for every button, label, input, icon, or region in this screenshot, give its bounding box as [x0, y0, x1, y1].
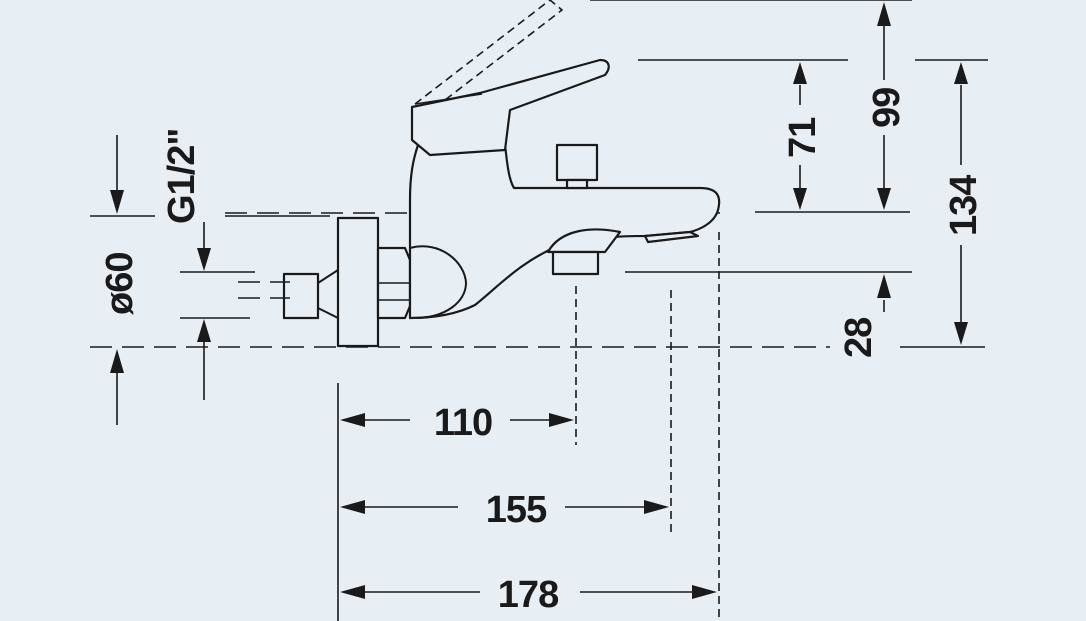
label-71: 71	[782, 117, 824, 158]
label-155: 155	[486, 489, 547, 531]
diverter-knob	[555, 143, 599, 182]
label-99: 99	[866, 88, 908, 128]
body-valve-bulge	[409, 245, 467, 319]
faucet-outline	[238, 0, 721, 348]
aerator-outlet	[551, 250, 600, 276]
dimension-arrows	[110, 2, 968, 599]
label-178: 178	[498, 574, 558, 616]
wall-rosette	[336, 216, 380, 348]
connection-pipe	[282, 272, 320, 320]
lever-alt-position-dashed	[414, 0, 564, 111]
label-134: 134	[943, 175, 985, 236]
label-28: 28	[838, 318, 880, 358]
label-110: 110	[434, 402, 492, 444]
lever-handle	[410, 58, 610, 157]
dimension-labels: ø60 G1/2" 110 155 178 71 99 134 28	[99, 88, 985, 616]
spout-lip	[643, 230, 700, 244]
label-thread: G1/2"	[161, 129, 203, 224]
label-diameter: ø60	[99, 253, 141, 315]
reference-lines	[90, 0, 988, 621]
spout-underside	[546, 228, 622, 254]
